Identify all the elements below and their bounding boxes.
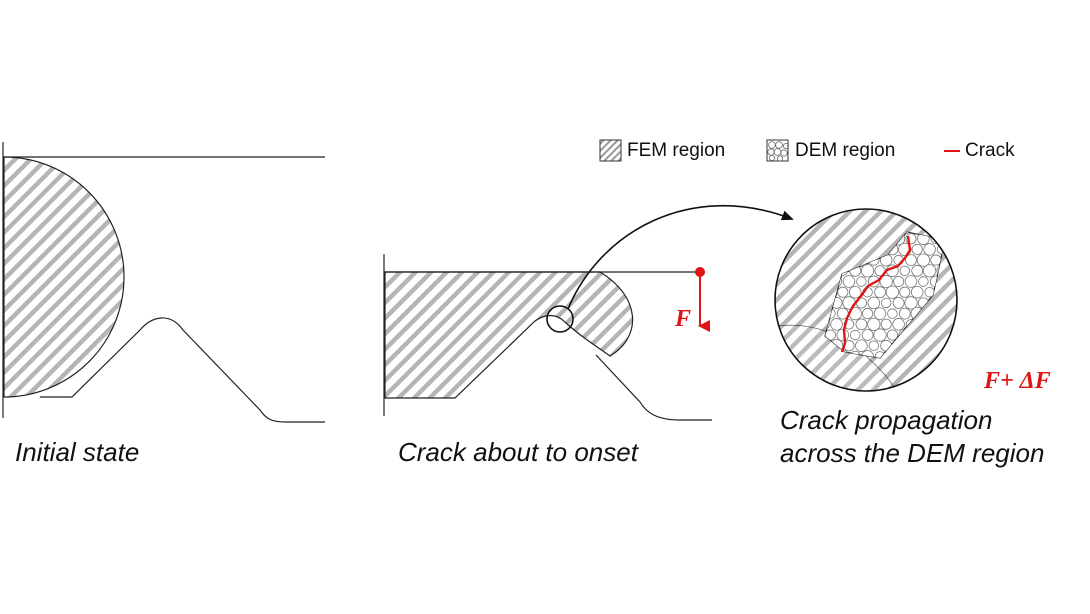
dem-particle bbox=[898, 307, 911, 320]
dem-particle bbox=[955, 276, 965, 286]
dem-particle bbox=[855, 339, 868, 352]
dem-particle bbox=[862, 308, 874, 320]
dem-particle bbox=[867, 296, 881, 310]
dem-particle bbox=[892, 296, 905, 309]
dem-particle bbox=[873, 328, 887, 342]
dem-particle bbox=[905, 254, 917, 267]
dem-particle bbox=[949, 244, 960, 255]
caption-crack-onset: Crack about to onset bbox=[398, 437, 638, 467]
dem-particle bbox=[916, 253, 931, 267]
panel-crack-onset bbox=[383, 254, 712, 421]
dem-particle bbox=[911, 243, 923, 255]
dem-particle bbox=[930, 254, 942, 266]
dem-particle bbox=[923, 243, 936, 256]
dem-particle bbox=[874, 286, 886, 299]
dem-particle bbox=[842, 275, 856, 288]
dem-particle bbox=[904, 275, 918, 288]
dem-particle bbox=[850, 329, 861, 341]
force-f-label: F bbox=[675, 306, 692, 332]
dem-particle bbox=[956, 362, 966, 372]
onset-notch-profile bbox=[595, 354, 712, 421]
dem-particle bbox=[935, 232, 945, 235]
initial-fem-half-disc bbox=[3, 156, 125, 398]
magnified-view-circle bbox=[774, 208, 958, 392]
dem-particle bbox=[868, 340, 880, 351]
onset-crack-tip-circle bbox=[546, 305, 574, 333]
caption-propagation-line1: Crack propagation bbox=[780, 405, 993, 435]
force-application-point bbox=[695, 267, 705, 277]
dem-particle bbox=[836, 328, 850, 342]
dem-particle bbox=[954, 340, 966, 352]
dem-particle bbox=[910, 285, 924, 299]
dem-particle bbox=[887, 308, 898, 319]
crack-path bbox=[840, 235, 912, 353]
dem-particle bbox=[922, 264, 937, 278]
dem-particle bbox=[949, 223, 959, 233]
dem-particle bbox=[899, 286, 911, 298]
dem-particle bbox=[893, 275, 905, 288]
dem-particle bbox=[886, 329, 898, 341]
legend bbox=[599, 139, 960, 162]
dem-particle bbox=[880, 318, 892, 330]
dem-particle bbox=[904, 296, 918, 310]
dem-particle bbox=[867, 317, 881, 331]
dem-particle bbox=[848, 285, 862, 299]
dem-particle bbox=[918, 276, 929, 287]
dem-particle bbox=[856, 276, 867, 287]
force-f-plus-delta-f-label: F+ ΔF bbox=[984, 368, 1051, 394]
dem-particle bbox=[892, 318, 905, 331]
dem-particle bbox=[949, 351, 960, 362]
dem-particle bbox=[885, 285, 900, 299]
dem-particle bbox=[873, 307, 887, 320]
legend-dem-label: DEM region bbox=[795, 140, 896, 161]
dem-particle bbox=[860, 264, 875, 278]
panel-initial-state bbox=[2, 142, 325, 423]
caption-propagation-line2: across the DEM region bbox=[780, 438, 1045, 468]
dem-particle bbox=[942, 232, 945, 245]
dem-particle bbox=[830, 318, 843, 331]
legend-fem-label: FEM region bbox=[627, 140, 726, 161]
dem-particle bbox=[899, 265, 911, 277]
dem-particle bbox=[855, 318, 868, 331]
legend-crack-label: Crack bbox=[965, 140, 1015, 161]
dem-particle bbox=[942, 361, 954, 373]
legend-dem-swatch bbox=[766, 139, 790, 162]
dem-particle bbox=[861, 329, 874, 341]
panel-crack-propagation bbox=[774, 208, 967, 392]
legend-fem-swatch bbox=[599, 139, 622, 162]
dem-particle bbox=[911, 264, 924, 277]
caption-initial-state: Initial state bbox=[15, 437, 140, 467]
initial-notch-profile bbox=[40, 317, 325, 423]
dem-particle bbox=[879, 274, 893, 289]
dem-particle bbox=[837, 286, 849, 298]
dem-particle bbox=[955, 318, 967, 330]
dem-particle bbox=[956, 255, 966, 265]
zoom-connector-arrow bbox=[567, 204, 794, 310]
onset-fem-region bbox=[384, 271, 634, 399]
dem-particle bbox=[881, 297, 892, 309]
dem-particle bbox=[954, 233, 966, 245]
